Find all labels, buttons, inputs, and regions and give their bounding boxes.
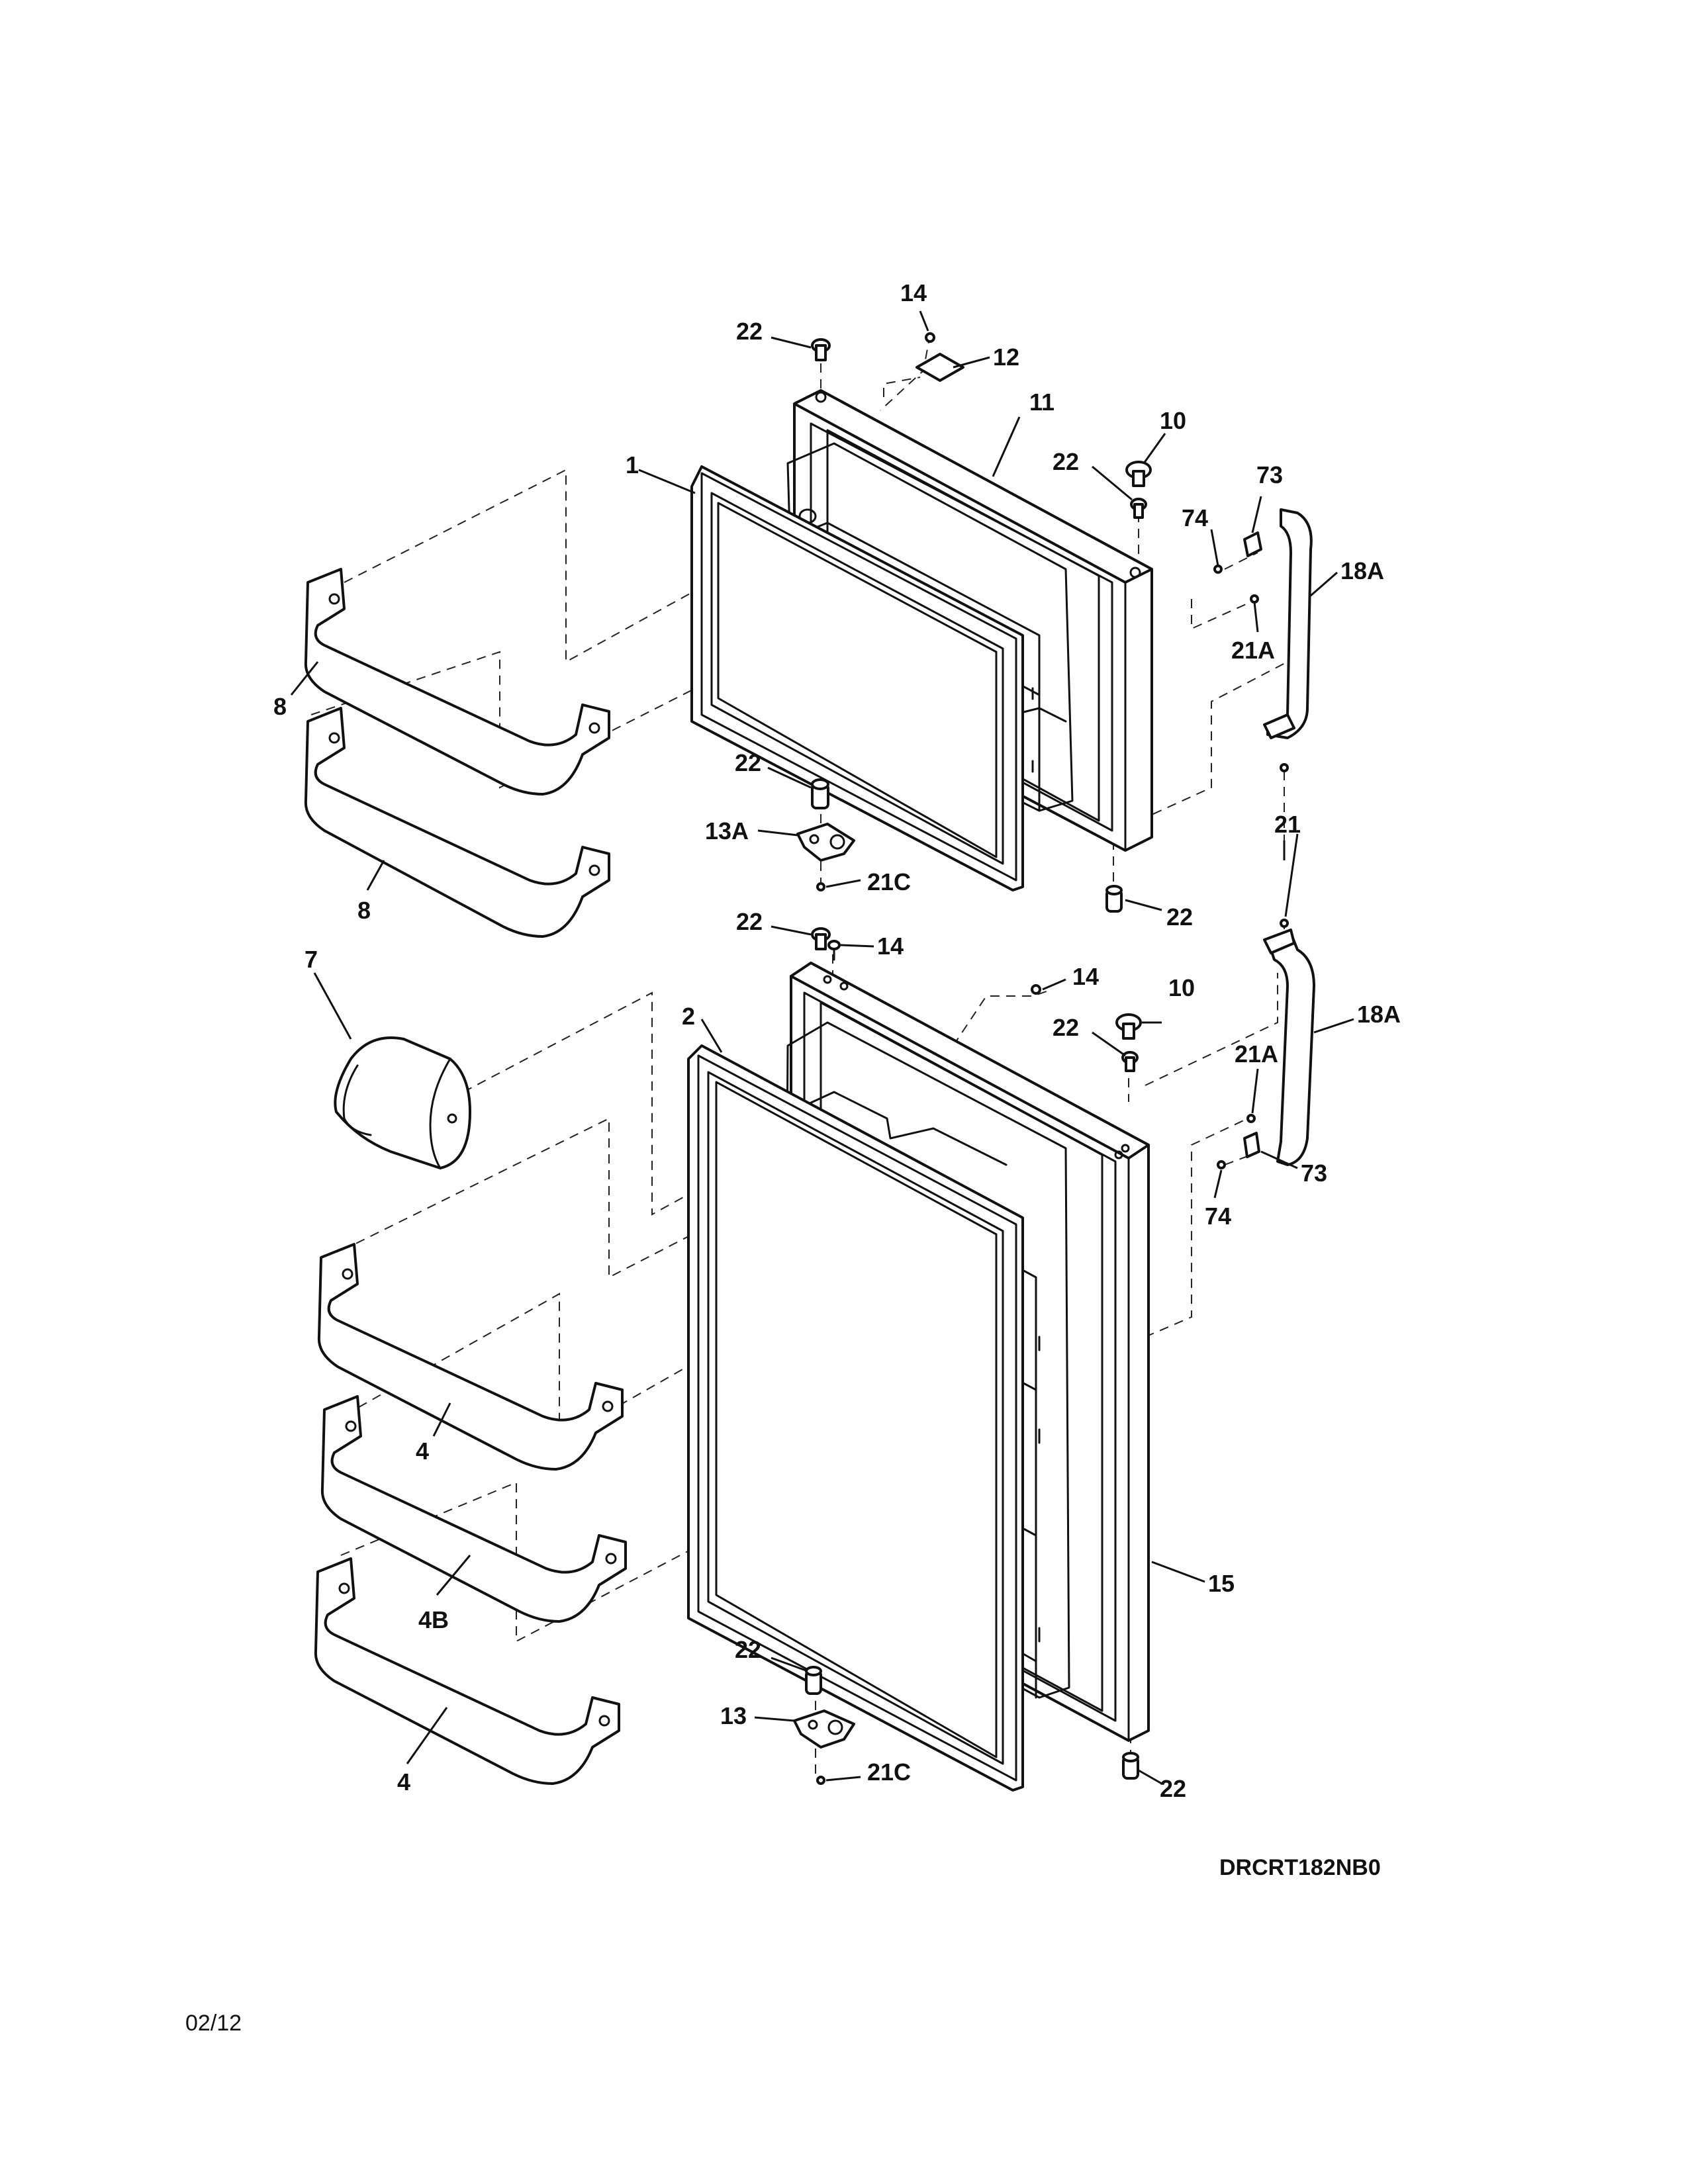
freezer-bin-upper [304, 568, 610, 796]
freezer-handle-screw [1250, 594, 1259, 604]
callout-freezer-bin-upper: 8 [273, 693, 287, 720]
freezer-right-screw [1130, 498, 1147, 519]
callout-freezer-bottom-stud: 22 [735, 749, 761, 776]
freezer-handle [1263, 508, 1313, 739]
fresh-clip-screw [1217, 1160, 1226, 1169]
callout-freezer-clip-screw: 74 [1182, 504, 1208, 531]
drawing-code: DRCRT182NB0 [1219, 1855, 1381, 1880]
shelf-bin-upper [317, 1243, 624, 1471]
callout-fresh-bottom-stud: 22 [735, 1636, 761, 1663]
callout-freezer-right-bottom-stud: 22 [1166, 903, 1193, 931]
callout-handle-mid-screw: 21 [1274, 811, 1301, 838]
freezer-hinge-screw [816, 882, 825, 891]
callout-fresh-clip: 73 [1301, 1160, 1327, 1187]
callout-fresh-right-screw: 22 [1053, 1014, 1079, 1041]
callout-freezer-handle: 18A [1340, 557, 1384, 584]
freezer-small-screw [925, 332, 935, 343]
callout-fresh-right-bottom-stud: 22 [1160, 1775, 1186, 1802]
callout-fresh-right-small-screw: 14 [1072, 963, 1099, 990]
freezer-clip [1243, 531, 1262, 557]
callout-freezer-right-screw: 22 [1053, 448, 1079, 475]
callout-fresh-door: 15 [1208, 1570, 1235, 1597]
handle-mid-screw-upper [1280, 763, 1289, 772]
fresh-right-small-screw [1031, 984, 1041, 995]
callout-freezer-hinge-screw: 21C [867, 868, 911, 895]
callout-freezer-handle-screw: 21A [1231, 637, 1275, 664]
callout-freezer-label-plate: 12 [993, 343, 1019, 371]
fresh-handle-screw [1246, 1114, 1256, 1123]
callout-labels: 22 14 12 11 10 22 1 73 74 18A 21A 8 8 22… [273, 279, 1401, 1802]
fresh-plug [1115, 1013, 1142, 1040]
shelf-bin-middle [320, 1395, 627, 1623]
freezer-label-plate [915, 353, 964, 382]
fresh-top-small-screw [827, 940, 841, 961]
callout-fresh-top-small-screw: 14 [877, 933, 904, 960]
callout-dairy-door: 7 [305, 946, 318, 973]
leader-lines [290, 310, 1354, 1785]
handle-mid-screw-lower [1280, 919, 1289, 928]
dairy-door [334, 1036, 471, 1169]
callout-fresh-clip-screw: 74 [1205, 1203, 1231, 1230]
callout-fresh-hinge: 13 [720, 1702, 747, 1729]
freezer-hinge [796, 823, 855, 862]
callout-fresh-gasket: 2 [682, 1003, 695, 1030]
callout-fresh-top-screw: 22 [736, 908, 763, 935]
callout-freezer-top-small-screw: 14 [900, 279, 927, 306]
freezer-right-bottom-stud [1105, 885, 1123, 913]
fresh-top-screw [811, 927, 831, 950]
callout-freezer-bin-lower: 8 [357, 897, 371, 924]
freezer-clip-screw [1213, 565, 1223, 574]
callout-freezer-plug: 10 [1160, 407, 1186, 434]
fresh-hinge [793, 1709, 855, 1749]
freezer-top-screw [811, 338, 831, 361]
callout-shelf-bin-lower: 4 [397, 1768, 410, 1796]
fresh-handle [1263, 929, 1315, 1166]
shelf-bin-lower [314, 1557, 620, 1785]
callout-freezer-door: 11 [1029, 388, 1055, 416]
callout-fresh-handle-screw: 21A [1235, 1040, 1278, 1068]
revision-date: 02/12 [185, 2011, 242, 2036]
fresh-hinge-screw [816, 1776, 825, 1785]
fresh-right-bottom-stud [1122, 1752, 1139, 1780]
callout-freezer-hinge: 13A [705, 817, 749, 844]
freezer-plug [1125, 461, 1152, 487]
freezer-bottom-stud [811, 778, 829, 809]
fresh-bottom-stud [805, 1666, 822, 1695]
fresh-food-gasket [687, 1044, 1024, 1792]
callout-freezer-top-screw: 22 [736, 318, 763, 345]
fresh-right-screw [1121, 1051, 1139, 1072]
freezer-bin-lower [304, 707, 610, 938]
callout-shelf-bin-upper: 4 [416, 1437, 429, 1465]
callout-fresh-hinge-screw: 21C [867, 1758, 911, 1786]
callout-freezer-gasket: 1 [626, 451, 639, 478]
callout-freezer-clip: 73 [1256, 461, 1283, 488]
freezer-gasket [690, 465, 1024, 891]
callout-shelf-bin-middle: 4B [418, 1606, 449, 1633]
fresh-clip [1243, 1132, 1260, 1158]
callout-fresh-plug: 10 [1168, 974, 1195, 1001]
callout-fresh-handle: 18A [1357, 1001, 1401, 1028]
